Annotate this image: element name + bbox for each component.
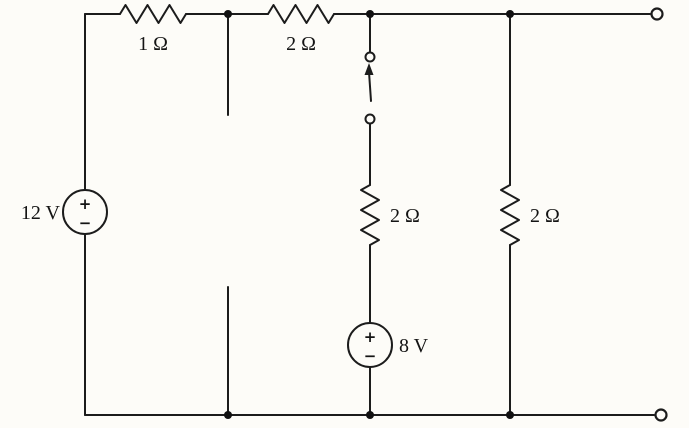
switch-contact-bottom	[364, 113, 376, 125]
switch-blade	[368, 71, 372, 102]
resistor-zigzag	[119, 4, 187, 24]
output-terminals	[650, 7, 668, 422]
terminal-bottom-right	[654, 408, 668, 422]
junction-dot	[224, 411, 232, 419]
resistor-zigzag	[267, 4, 335, 24]
junction-dot	[506, 411, 514, 419]
resistor-zigzag	[360, 184, 380, 246]
junction-dot	[366, 10, 374, 18]
resistor-label: 2 Ω	[530, 205, 560, 227]
resistor-2ohm-top: 2 Ω	[267, 4, 335, 55]
source-circle	[347, 322, 393, 368]
minus-sign: −	[364, 347, 377, 365]
switch-contact-top	[364, 51, 376, 63]
minus-sign: −	[79, 214, 92, 232]
junction-dot	[366, 411, 374, 419]
voltage-source-12v: + − 12 V	[21, 189, 108, 235]
resistor-label: 2 Ω	[286, 33, 316, 55]
resistor-1ohm: 1 Ω	[119, 4, 187, 55]
source-label: 8 V	[399, 335, 429, 357]
plus-sign: +	[79, 195, 92, 213]
source-label: 12 V	[21, 202, 61, 224]
resistor-label: 2 Ω	[390, 205, 420, 227]
junction-dot	[506, 10, 514, 18]
resistor-label: 1 Ω	[138, 33, 168, 55]
terminal-top-right	[650, 7, 664, 21]
plus-sign: +	[364, 328, 377, 346]
junction-dots	[224, 10, 514, 419]
junction-dot	[224, 10, 232, 18]
source-circle	[62, 189, 108, 235]
switch-blade-arrowhead	[364, 63, 374, 75]
voltage-source-8v: + − 8 V	[347, 322, 429, 368]
resistor-2ohm-middle: 2 Ω	[360, 184, 420, 246]
open-switch	[364, 51, 376, 125]
resistor-2ohm-right: 2 Ω	[500, 184, 560, 246]
resistor-zigzag	[500, 184, 520, 246]
